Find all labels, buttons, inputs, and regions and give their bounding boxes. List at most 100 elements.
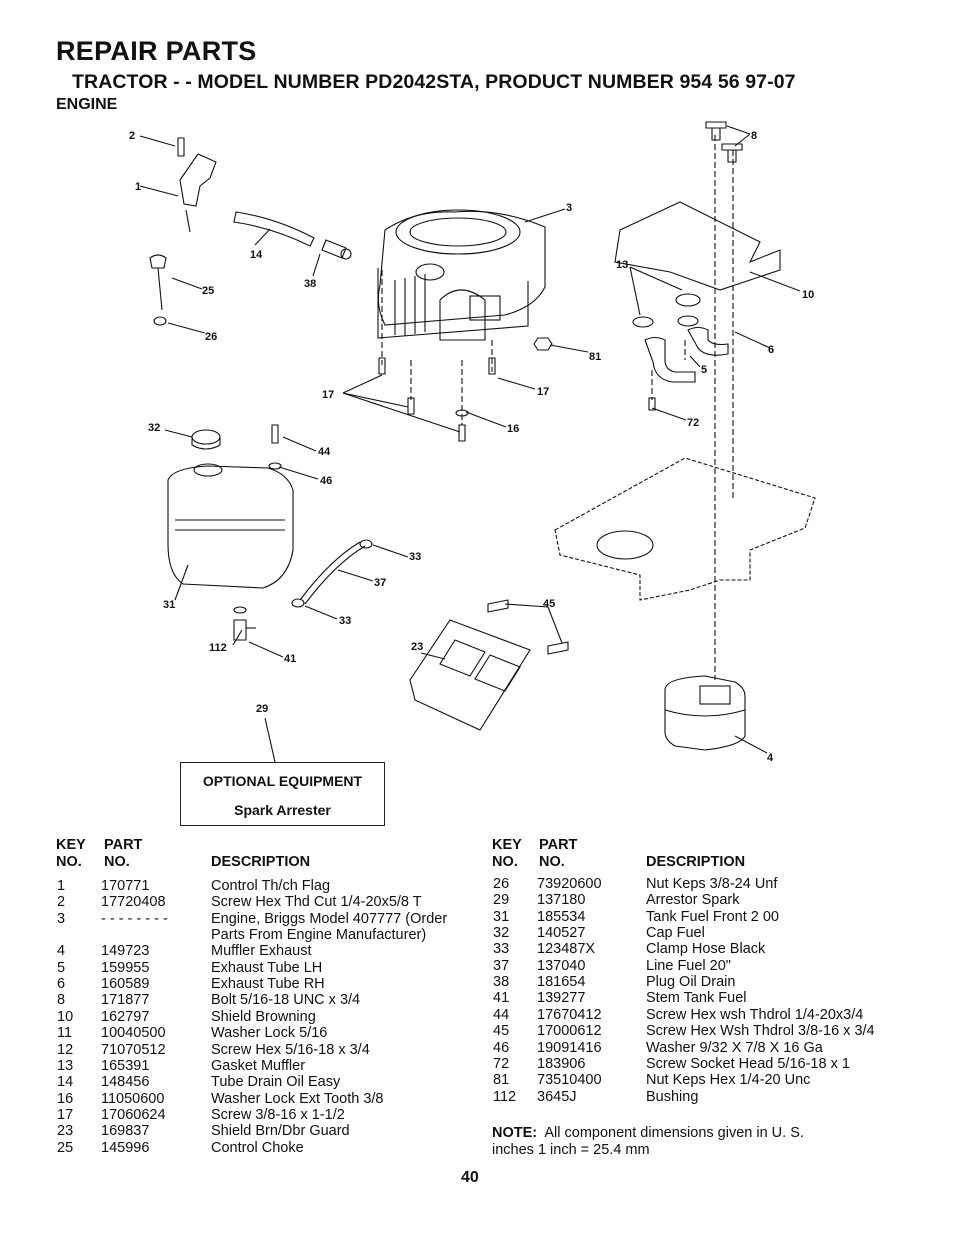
key-number: 32 <box>493 925 510 942</box>
header-part-no: NO. <box>104 854 130 870</box>
page-number: 40 <box>461 1169 479 1186</box>
header-description-right: DESCRIPTION <box>646 854 746 870</box>
part-number: 123487X <box>537 941 596 958</box>
optional-equipment-title: OPTIONAL EQUIPMENT <box>202 773 363 789</box>
part-number: 170771 <box>101 878 150 894</box>
header-part-no-right: NO. <box>539 854 565 870</box>
part-number: 183906 <box>537 1055 586 1072</box>
part-description: Washer Lock Ext Tooth 3/8 <box>211 1090 384 1107</box>
part-description: Screw Hex 5/16-18 x 3/4 <box>211 1041 370 1058</box>
part-number: 73510400 <box>537 1072 602 1089</box>
part-number: 171877 <box>101 992 150 1009</box>
key-number: 2 <box>57 894 66 911</box>
part-number: 165391 <box>101 1057 150 1074</box>
section-title: ENGINE <box>56 96 118 113</box>
key-number: 23 <box>57 1123 74 1140</box>
key-number: 10 <box>57 1008 74 1025</box>
key-number: 8 <box>57 992 66 1009</box>
part-description: Clamp Hose Black <box>646 941 766 958</box>
key-number: 112 <box>493 1088 517 1105</box>
callout-10: 10 <box>802 289 814 301</box>
part-number: 17000612 <box>537 1023 602 1040</box>
key-number: 29 <box>493 892 510 909</box>
callout-33a: 33 <box>409 551 421 563</box>
key-number: 45 <box>493 1023 510 1040</box>
key-number: 11 <box>57 1025 73 1042</box>
part-description: Control Th/ch Flag <box>211 878 331 894</box>
note-label: NOTE: <box>492 1125 538 1141</box>
callout-17a: 17 <box>322 389 334 401</box>
part-number: 185534 <box>537 908 586 925</box>
key-number: 26 <box>493 876 510 892</box>
part-description: Exhaust Tube LH <box>211 959 323 976</box>
part-description: Arrestor Spark <box>646 892 740 909</box>
callout-17b: 17 <box>537 386 549 398</box>
part-description: Nut Keps Hex 1/4-20 Unc <box>646 1072 811 1089</box>
callout-31: 31 <box>163 599 175 611</box>
key-number: 6 <box>57 976 66 993</box>
callout-4: 4 <box>767 752 774 764</box>
part-description: Stem Tank Fuel <box>646 990 747 1007</box>
part-number: 19091416 <box>537 1039 602 1056</box>
part-number: 140527 <box>537 925 586 942</box>
key-number: 33 <box>493 941 510 958</box>
key-number: 1 <box>57 878 66 894</box>
part-number: 137040 <box>537 957 586 974</box>
part-number: 181654 <box>537 974 586 991</box>
key-number: 31 <box>493 908 510 925</box>
callout-81: 81 <box>589 351 601 363</box>
part-number: 17060624 <box>101 1106 166 1123</box>
header-key: KEY <box>56 837 86 853</box>
part-number: 159955 <box>101 959 150 976</box>
header-key-no: NO. <box>56 854 82 870</box>
callout-6: 6 <box>768 344 774 356</box>
callout-3: 3 <box>566 202 572 214</box>
part-number: - - - - - - - - <box>101 910 168 927</box>
part-description: Washer Lock 5/16 <box>211 1025 328 1042</box>
part-number: 149723 <box>101 943 150 960</box>
part-number: 139277 <box>537 990 586 1007</box>
part-number: 160589 <box>101 976 150 993</box>
callout-13: 13 <box>616 259 628 271</box>
exploded-parts-diagram: 2 1 8 3 14 38 25 13 10 26 6 5 81 17 17 7… <box>129 121 816 764</box>
callout-labels: 2 1 8 3 14 38 25 13 10 26 6 5 81 17 17 7… <box>129 130 814 764</box>
page-title: REPAIR PARTS <box>56 36 257 66</box>
part-description: Cap Fuel <box>646 925 705 942</box>
callout-38: 38 <box>304 278 316 290</box>
key-number: 25 <box>57 1139 74 1156</box>
part-description: Exhaust Tube RH <box>211 976 325 993</box>
part-number: 137180 <box>537 892 586 909</box>
part-description: Tube Drain Oil Easy <box>211 1074 341 1091</box>
part-number: 148456 <box>101 1074 150 1091</box>
part-description: Bolt 5/16-18 UNC x 3/4 <box>211 992 361 1009</box>
note-text: All component dimensions given in U. S. <box>544 1125 804 1141</box>
part-number: 17720408 <box>101 894 166 911</box>
part-description: Gasket Muffler <box>211 1057 306 1074</box>
key-number: 14 <box>57 1074 74 1091</box>
key-number: 3 <box>57 910 66 927</box>
key-number: 37 <box>493 957 510 974</box>
callout-46: 46 <box>320 475 332 487</box>
part-description: Screw Hex wsh Thdrol 1/4-20x3/4 <box>646 1006 864 1023</box>
part-description: Bushing <box>646 1088 699 1105</box>
part-description: Screw Hex Thd Cut 1/4-20x5/8 T <box>211 894 422 911</box>
header-description: DESCRIPTION <box>211 854 311 870</box>
header-key-no-right: NO. <box>492 854 518 870</box>
callout-23: 23 <box>411 641 423 653</box>
header-part: PART <box>104 837 143 853</box>
callout-33b: 33 <box>339 615 351 627</box>
callout-5: 5 <box>701 364 707 376</box>
part-description: Engine, Briggs Model 407777 (Order <box>211 910 448 927</box>
callout-14: 14 <box>250 249 263 261</box>
callout-16: 16 <box>507 423 519 435</box>
optional-equipment-box: OPTIONAL EQUIPMENT Spark Arrester <box>180 762 385 826</box>
part-number: 145996 <box>101 1139 150 1156</box>
part-description: Screw Socket Head 5/16-18 x 1 <box>646 1055 850 1072</box>
part-number: 71070512 <box>101 1041 166 1058</box>
model-subtitle: TRACTOR - - MODEL NUMBER PD2042STA, PROD… <box>72 71 796 93</box>
part-description: Nut Keps 3/8-24 Unf <box>646 876 778 892</box>
key-number: 4 <box>57 943 66 960</box>
part-description: Washer 9/32 X 7/8 X 16 Ga <box>646 1039 823 1056</box>
callout-32: 32 <box>148 422 160 434</box>
callout-1: 1 <box>135 181 141 193</box>
